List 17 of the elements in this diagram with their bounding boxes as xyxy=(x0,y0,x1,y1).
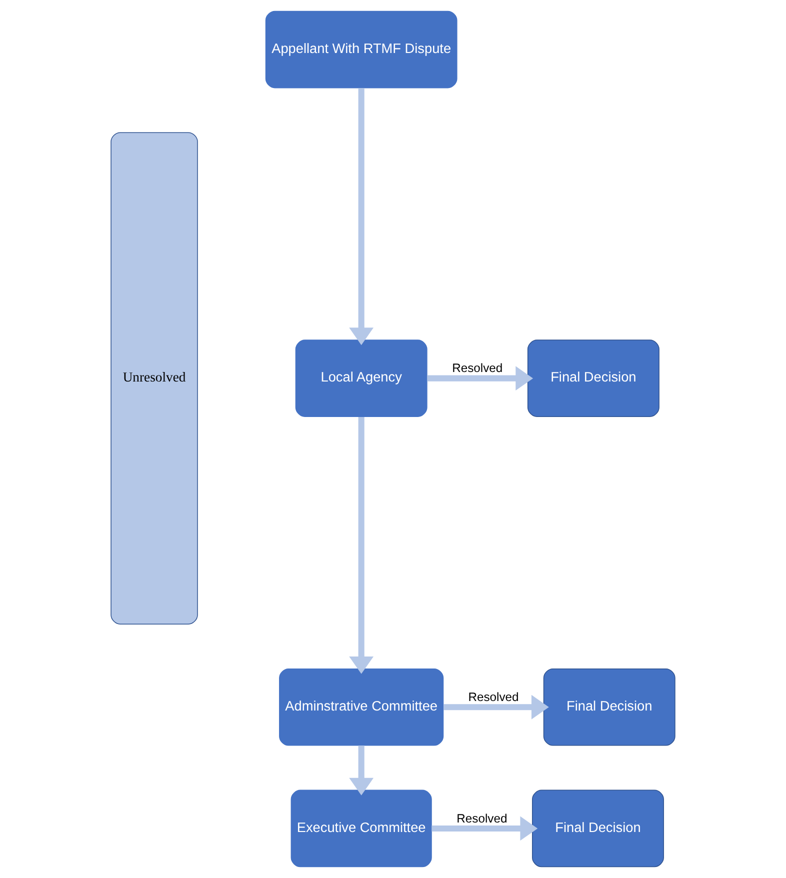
node-box: Final Decision xyxy=(527,340,660,417)
edge-label: Resolved xyxy=(452,361,503,376)
edge-label: Resolved xyxy=(468,690,519,704)
arrow xyxy=(349,745,374,796)
arrow xyxy=(444,694,549,720)
node-box: Executive Committee xyxy=(290,790,432,868)
edge-label: Resolved xyxy=(456,811,508,826)
arrow xyxy=(349,88,374,346)
arrow xyxy=(349,416,374,674)
node-box: Final Decision xyxy=(543,668,676,746)
node-box: Final Decision xyxy=(532,790,664,868)
arrow xyxy=(427,366,534,391)
node-box: Appellant With RTMF Dispute xyxy=(265,10,458,88)
arrow xyxy=(432,816,538,841)
node-box: Local Agency xyxy=(295,340,428,417)
node-box: Unresolved xyxy=(110,132,198,624)
node-box: Adminstrative Committee xyxy=(279,668,444,746)
